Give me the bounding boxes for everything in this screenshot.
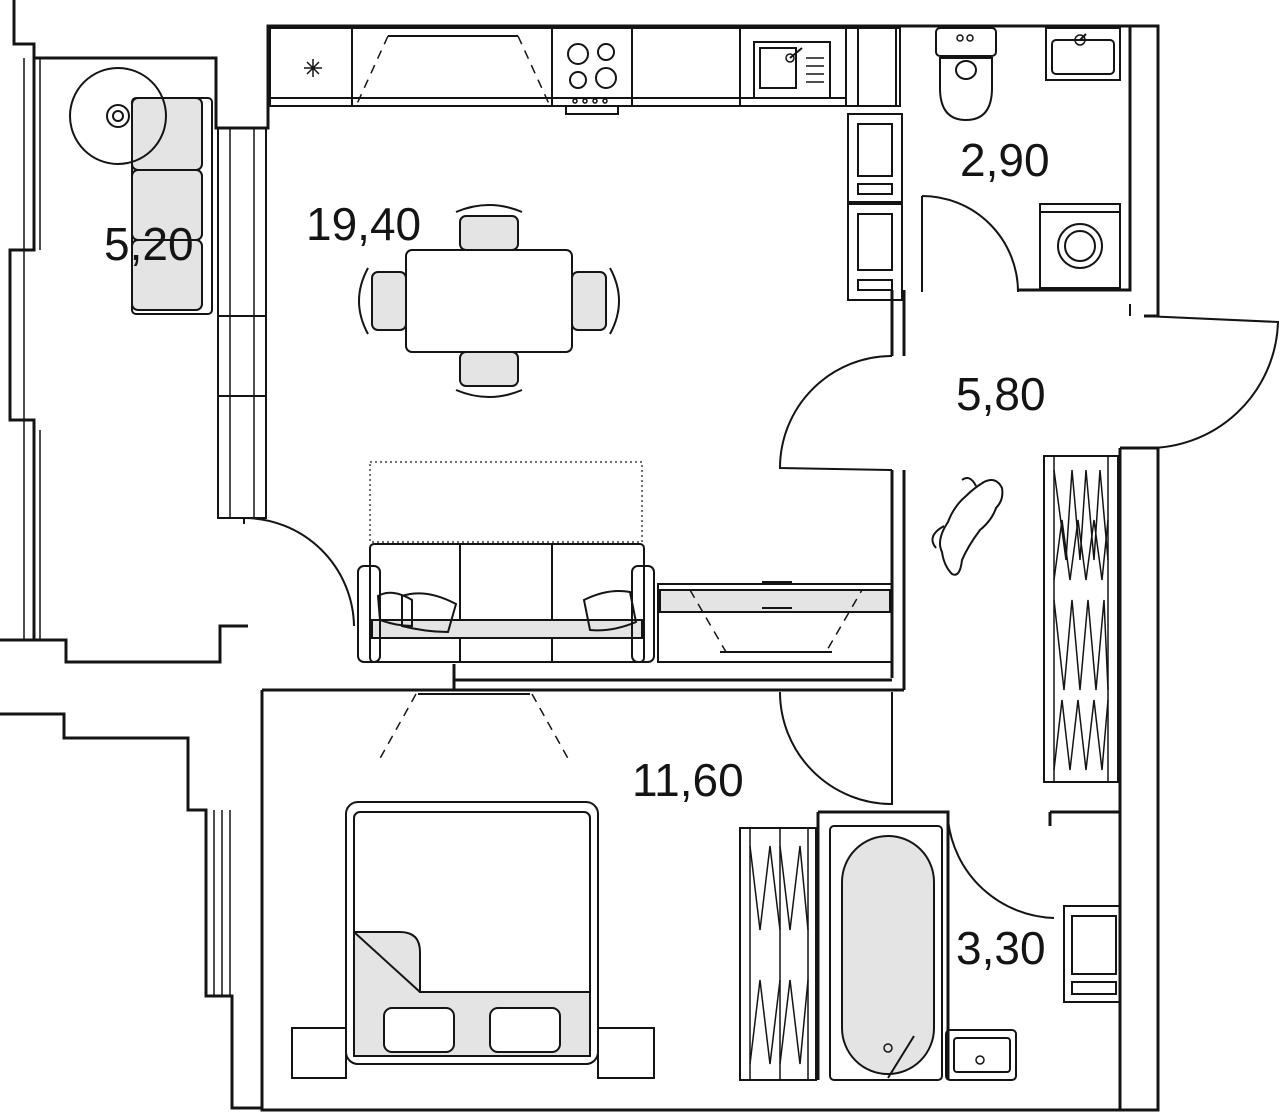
nightstand-left (291, 1027, 347, 1079)
snowflake-icon (304, 59, 322, 77)
balcony-glazing (23, 58, 231, 996)
washing-machine-icon (1039, 203, 1121, 289)
hallway-wardrobe (1043, 455, 1119, 783)
dog-icon (931, 477, 1004, 576)
bathroom-sink-icon (945, 1029, 1017, 1081)
balcony-sofa (131, 97, 213, 315)
area-hallway: 5,80 (956, 368, 1046, 420)
tv-console (657, 581, 893, 663)
nightstand-right (597, 1027, 655, 1079)
room-area-labels: 5,20 19,40 2,90 5,80 11,60 3,30 (104, 134, 1050, 974)
area-kitchen-living: 19,40 (306, 198, 421, 250)
area-toilet: 2,90 (960, 134, 1050, 186)
door-swings (243, 195, 1280, 919)
bathroom-washer-icon (1063, 905, 1121, 1003)
dining-table (405, 249, 573, 353)
toilet-icon (935, 27, 997, 122)
area-balcony: 5,20 (104, 218, 194, 270)
toilet-sink-icon (1045, 27, 1121, 81)
cooktop-icon (567, 43, 617, 104)
kitchen-counter (269, 27, 903, 301)
bedroom-wardrobe (739, 827, 817, 1081)
bathtub-icon (829, 825, 943, 1081)
dining-chair-bottom (455, 351, 523, 398)
exterior-walls (0, 0, 1160, 1112)
bed (345, 801, 599, 1065)
round-table-icon (69, 67, 167, 165)
dining-chair-top (455, 204, 523, 251)
area-bedroom: 11,60 (632, 754, 744, 806)
dining-chair-left (358, 267, 407, 335)
dining-chair-right (571, 267, 620, 335)
area-bathroom: 3,30 (956, 922, 1046, 974)
bedroom-ac-unit (377, 693, 571, 763)
sofa (357, 461, 655, 663)
kitchen-sink-icon (753, 41, 831, 99)
